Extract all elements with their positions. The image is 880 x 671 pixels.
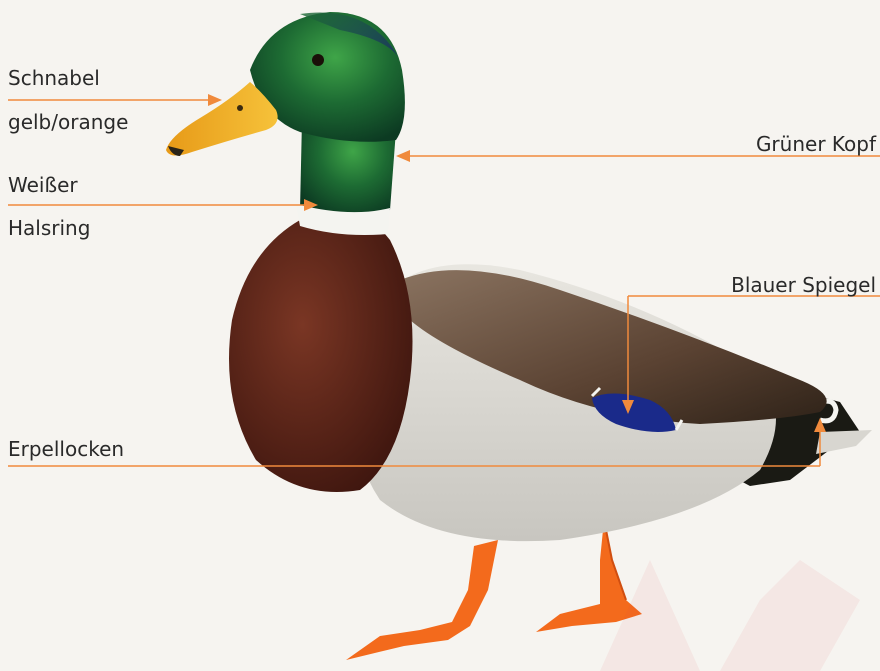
label-gruener-kopf: Grüner Kopf xyxy=(756,132,876,156)
eye xyxy=(312,54,324,66)
bill xyxy=(166,82,278,156)
feet xyxy=(346,520,642,660)
arrow-kopf xyxy=(396,150,410,162)
label-erpellocken: Erpellocken xyxy=(8,437,124,461)
label-halsring: Halsring xyxy=(8,216,90,240)
arrow-schnabel xyxy=(208,94,222,106)
label-weisser: Weißer xyxy=(8,173,78,197)
watermark xyxy=(600,560,860,671)
breast xyxy=(229,213,413,492)
label-blauer-spiegel: Blauer Spiegel xyxy=(731,273,876,297)
label-schnabel-color: gelb/orange xyxy=(8,110,128,134)
label-schnabel: Schnabel xyxy=(8,66,100,90)
